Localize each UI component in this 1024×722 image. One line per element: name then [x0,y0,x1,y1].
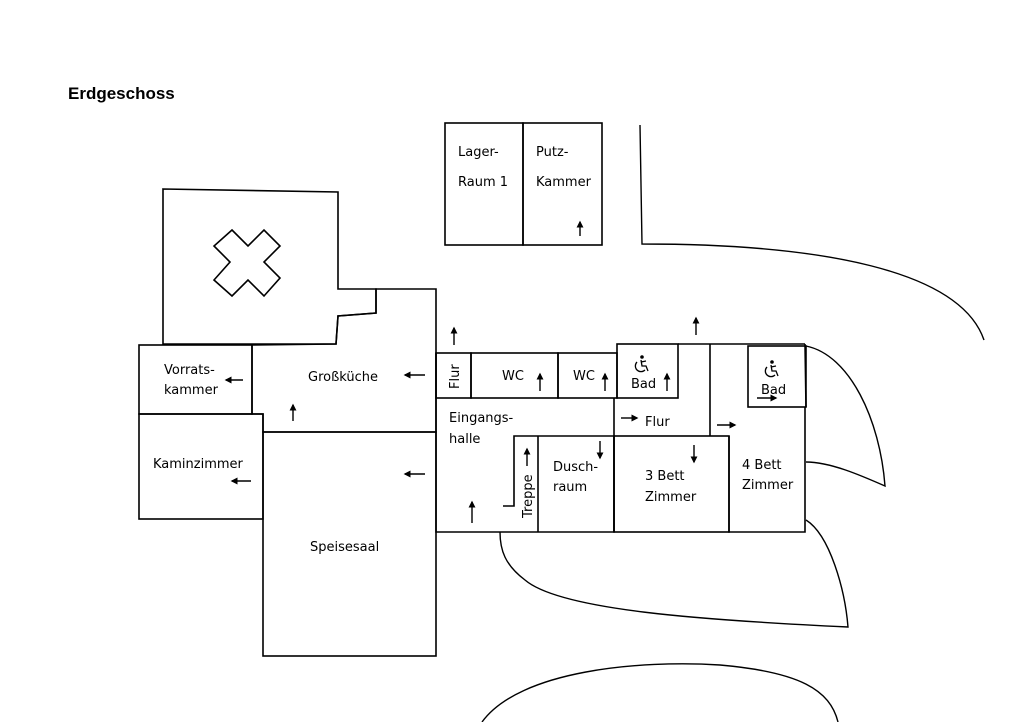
wheelchair-icon [764,359,779,378]
label-flur-vertical: Flur [448,364,463,389]
cross-icon [212,228,282,298]
page-title: Erdgeschoss [68,84,175,103]
label-3-bett-2: Zimmer [645,490,697,505]
label-kaminzimmer: Kaminzimmer [153,457,244,472]
room-grosskueche [251,288,437,433]
label-4-bett-2: Zimmer [742,478,794,493]
label-vorratskammer-2: kammer [164,383,219,398]
room-4-bett-zimmer [728,407,806,533]
label-vorratskammer-1: Vorrats- [164,363,215,378]
label-3-bett-1: 3 Bett [645,469,685,484]
label-grosskueche: Großküche [308,370,378,385]
label-duschraum-1: Dusch- [553,460,598,475]
label-duschraum-2: raum [553,480,587,495]
label-lagerraum-2: Raum 1 [458,175,508,190]
room-3-bett-zimmer [613,435,730,533]
label-putzkammer-1: Putz- [536,145,569,160]
right-wall-upper [804,343,807,408]
wheelchair-icon [634,354,649,373]
room-eingangshalle [435,353,538,533]
label-eingangshalle-1: Eingangs- [449,411,514,426]
label-4-bett-1: 4 Bett [742,458,782,473]
label-flur: Flur [645,415,670,430]
outline-curve-top [639,124,985,341]
room-putzkammer [522,122,603,246]
label-eingangshalle-2: halle [449,432,480,447]
label-lagerraum-1: Lager- [458,145,499,160]
label-speisesaal: Speisesaal [310,540,379,555]
label-treppe: Treppe [521,474,536,519]
label-bad-1: Bad [631,377,656,392]
room-speisesaal [262,431,437,657]
outline-curve-bottom [481,663,839,722]
room-treppe [503,435,538,507]
label-wc-1: WC [502,369,524,384]
outline-curve-right-1 [805,345,886,488]
outline-curve-right-2 [499,519,849,628]
label-wc-2: WC [573,369,595,384]
label-bad-2: Bad [761,383,786,398]
label-putzkammer-2: Kammer [536,175,592,190]
room-bad-1 [616,343,679,399]
